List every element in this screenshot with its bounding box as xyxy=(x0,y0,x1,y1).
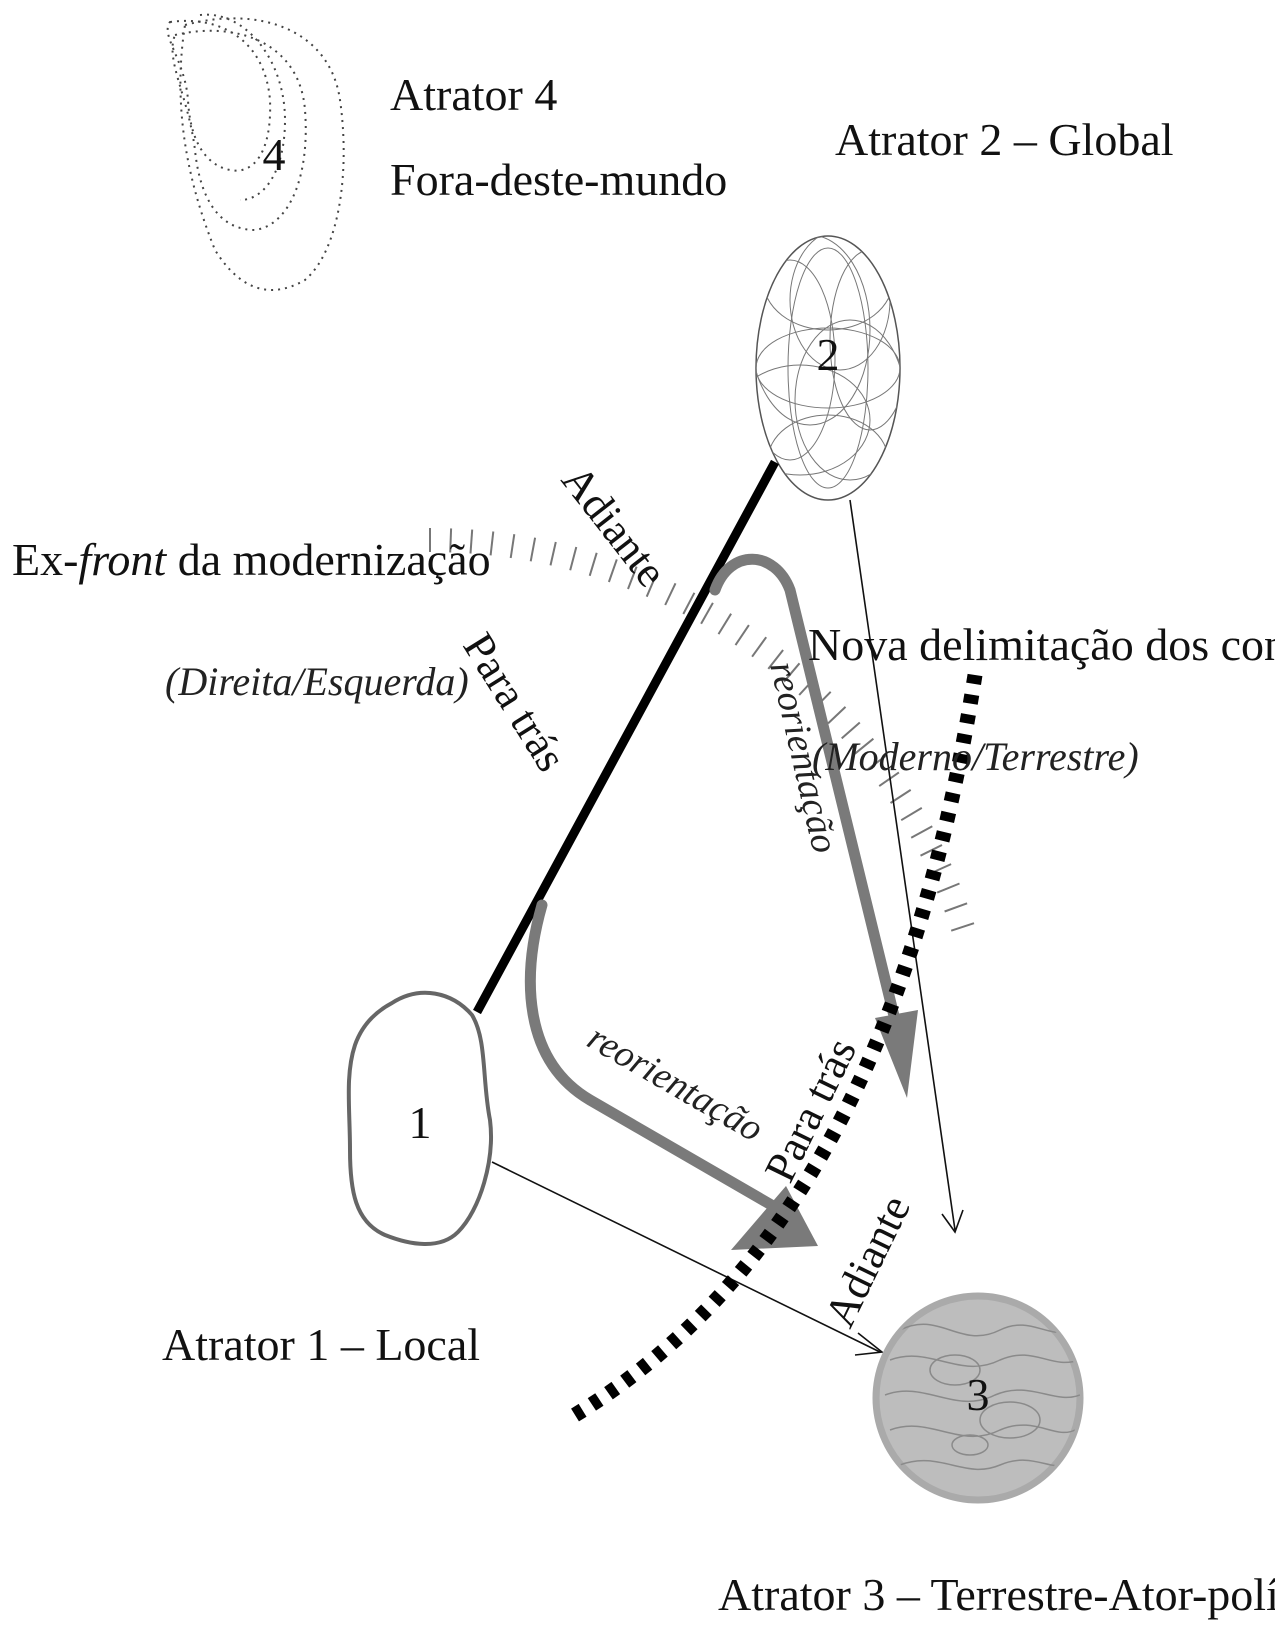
old-front-sub: (Direita/Esquerda) xyxy=(165,659,469,704)
old-front-tick xyxy=(588,552,598,577)
attractor-4-shape xyxy=(166,13,345,291)
attractor-1-number: 1 xyxy=(409,1097,432,1148)
old-front-tick xyxy=(841,721,861,740)
old-front-tick xyxy=(866,754,888,771)
old-front-tick xyxy=(489,531,495,556)
old-front-label: Ex-front da modernização xyxy=(12,534,491,585)
old-front-arc xyxy=(429,528,975,932)
old-front-tick xyxy=(734,624,750,646)
old-front-tick xyxy=(645,574,658,598)
old-front-tick xyxy=(509,534,516,559)
old-front-tick xyxy=(700,602,714,625)
attractor-4-label-line1: Atrator 4 xyxy=(390,69,557,120)
new-front-label: Nova delimitação dos conflitos xyxy=(808,619,1275,670)
forward-label-old-axis: Adiante xyxy=(552,456,676,596)
old-front-tick xyxy=(900,807,923,822)
attractor-3-label: Atrator 3 – Terrestre-Ator-político xyxy=(718,1569,1275,1620)
attractor-1-label: Atrator 1 – Local xyxy=(162,1319,480,1370)
old-front-tick xyxy=(751,636,768,658)
old-front-tick xyxy=(854,737,875,755)
modernization-axis-line xyxy=(473,459,779,1015)
old-front-tick xyxy=(717,613,732,635)
attractor-3-shape xyxy=(872,1292,1084,1504)
new-front-dashed-line xyxy=(571,673,983,1422)
backward-label-new-axis: Para trás xyxy=(755,1031,866,1190)
old-front-tick xyxy=(950,922,975,932)
attractor-4-label-line2: Fora-deste-mundo xyxy=(390,154,727,205)
old-front-tick xyxy=(627,566,638,590)
old-front-tick xyxy=(664,582,677,606)
arrow-1-to-3 xyxy=(491,1161,885,1356)
attractor-1-shape xyxy=(346,990,493,1246)
old-front-tick xyxy=(449,528,453,553)
old-front-tick xyxy=(549,541,557,566)
old-front-tick xyxy=(878,771,900,787)
old-front-tick xyxy=(910,825,933,839)
old-front-tick xyxy=(936,882,960,894)
old-front-tick xyxy=(783,662,801,683)
old-front-tick xyxy=(767,649,784,670)
old-front-tick xyxy=(827,706,847,725)
new-front-sub: (Moderno/Terrestre) xyxy=(812,734,1139,779)
attractor-2-label: Atrator 2 – Global xyxy=(835,114,1174,165)
old-front-tick xyxy=(944,902,968,913)
forward-label-new-axis: Adiante xyxy=(815,1188,920,1335)
old-front-tick xyxy=(682,592,696,615)
old-front-tick xyxy=(569,546,578,571)
reorientation-label-left: reorientação xyxy=(581,1016,771,1150)
arrow-2-to-3 xyxy=(849,499,964,1234)
old-front-tick xyxy=(529,537,537,562)
attractor-4-number: 4 xyxy=(263,129,286,180)
old-front-tick xyxy=(469,529,474,554)
attractor-2-number: 2 xyxy=(817,329,840,380)
attractor-3-number: 3 xyxy=(967,1369,990,1420)
old-front-tick xyxy=(607,559,618,583)
old-front-tick xyxy=(920,844,943,857)
backward-label-old-axis: Para trás xyxy=(454,624,576,779)
